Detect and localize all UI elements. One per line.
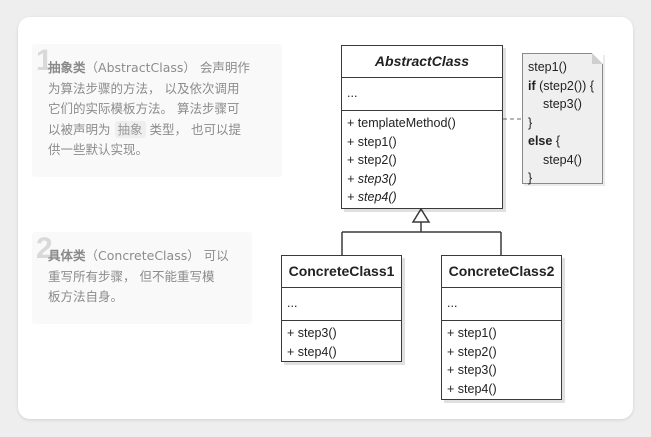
class-attributes: ... bbox=[442, 288, 561, 321]
note-abstract-class: 1 抽象类（AbstractClass） 会声明作 为算法步骤的方法， 以及依次… bbox=[32, 44, 282, 177]
note-term: 抽象类 bbox=[48, 60, 86, 75]
class-name: ConcreteClass1 bbox=[282, 256, 401, 288]
class-operations: + step1() + step2() + step3() + step4() bbox=[447, 326, 497, 396]
note-fold-corner-icon bbox=[592, 53, 603, 64]
class-operations: + templateMethod() + step1() + step2() +… bbox=[347, 116, 456, 204]
class-name: ConcreteClass2 bbox=[442, 256, 561, 288]
note-term: 具体类 bbox=[48, 248, 86, 263]
class-attributes: ... bbox=[282, 288, 401, 321]
class-name: AbstractClass bbox=[342, 46, 502, 78]
note-concrete-class: 2 具体类（ConcreteClass） 可以 重写所有步骤， 但不能重写模 板… bbox=[32, 232, 252, 324]
keyword-abstract: 抽象 bbox=[114, 120, 146, 138]
note-text: 抽象类（AbstractClass） 会声明作 为算法步骤的方法， 以及依次调用… bbox=[48, 60, 250, 157]
concrete-class-1-box: ConcreteClass1 ... + step3() + step4() bbox=[281, 255, 402, 362]
template-method-code-note: step1() if (step2()) { step3() } else { … bbox=[522, 53, 603, 185]
class-attributes: ... bbox=[342, 78, 502, 111]
inheritance-arrow-icon bbox=[411, 207, 431, 223]
abstract-class-box: AbstractClass ... + templateMethod() + s… bbox=[341, 45, 503, 209]
note-number: 2 bbox=[36, 232, 53, 265]
class-operations: + step3() + step4() bbox=[287, 326, 337, 359]
note-text: 具体类（ConcreteClass） 可以 重写所有步骤， 但不能重写模 板方法… bbox=[48, 248, 229, 304]
note-number: 1 bbox=[36, 44, 53, 77]
concrete-class-2-box: ConcreteClass2 ... + step1() + step2() +… bbox=[441, 255, 562, 400]
